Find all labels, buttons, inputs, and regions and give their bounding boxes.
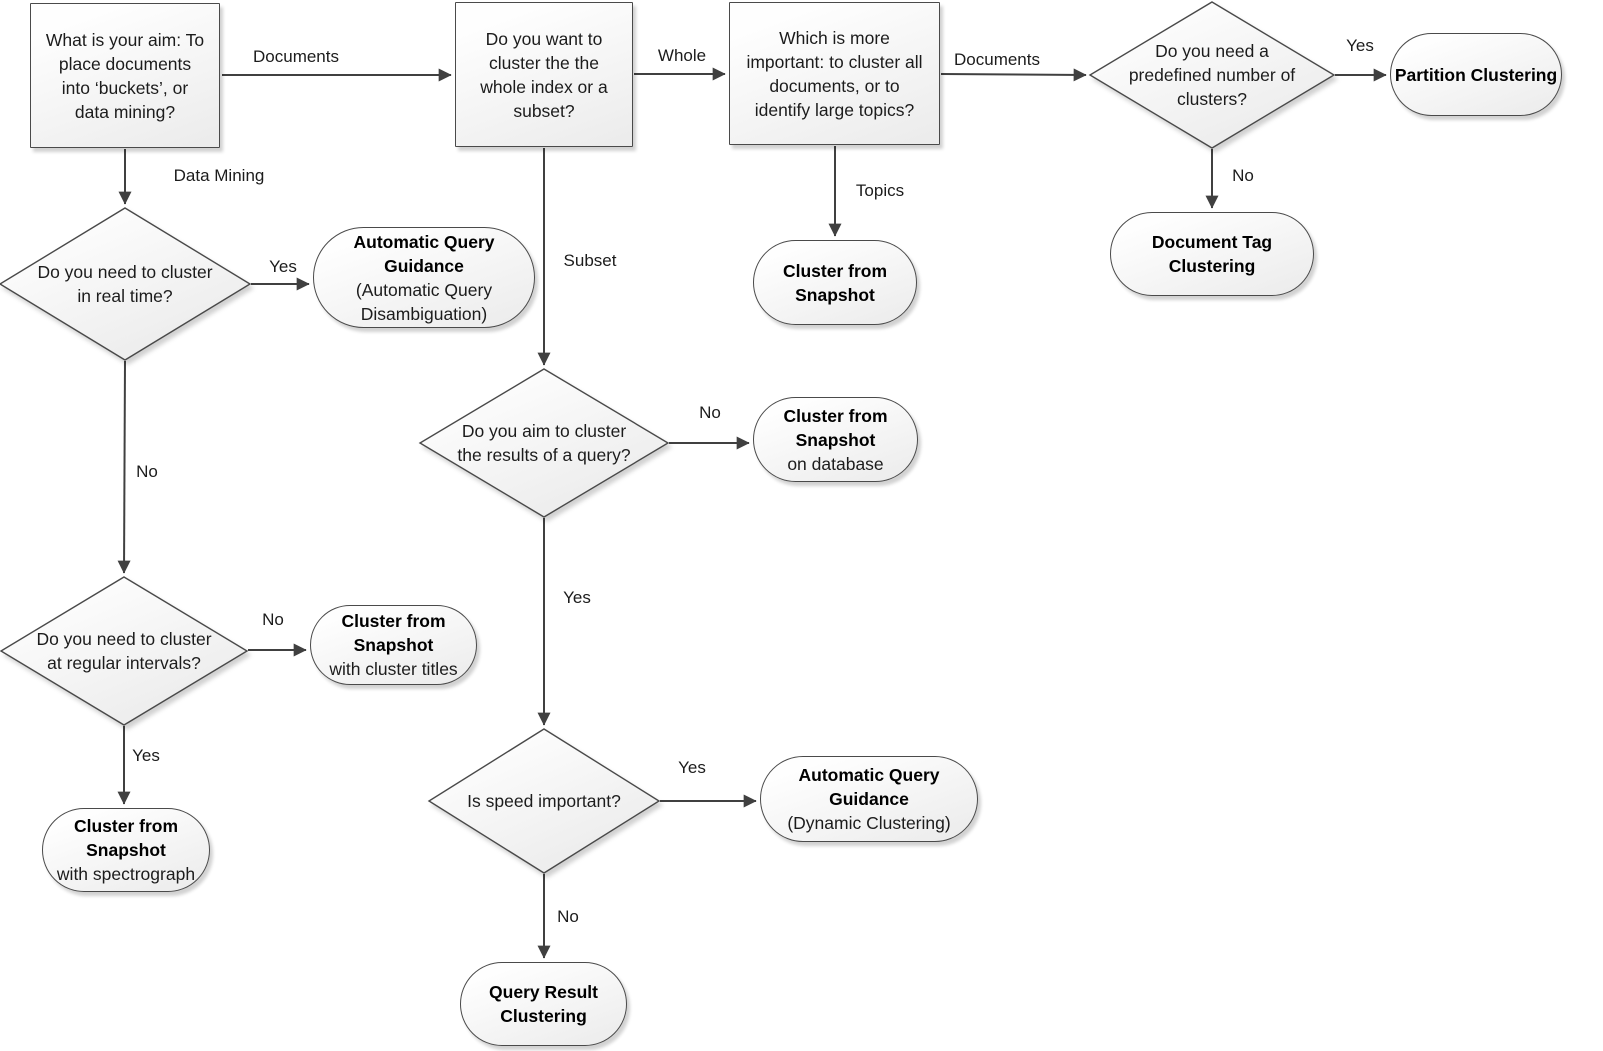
edge-label-yes: Yes bbox=[678, 758, 706, 777]
edge-label-no: No bbox=[1232, 166, 1254, 185]
arrow-importance-to-predefined bbox=[940, 68, 1087, 82]
result-subtitle-line: (Dynamic Clustering) bbox=[787, 813, 951, 833]
result-title-line: Snapshot bbox=[86, 840, 166, 860]
question-text-line: documents, or to bbox=[769, 75, 900, 96]
result-title-line: Guidance bbox=[384, 255, 464, 276]
result-subtitle-line: with cluster titles bbox=[329, 659, 458, 679]
edge-label-yes: Yes bbox=[1346, 36, 1374, 55]
result-title-line: Snapshot bbox=[795, 429, 876, 450]
result-title-line: Clustering bbox=[1168, 256, 1256, 276]
question-text-line: identify large topics? bbox=[754, 99, 915, 120]
diamond-regular-intervals bbox=[0, 576, 249, 726]
result-title-line: Cluster from bbox=[782, 260, 888, 281]
edge-label-no: No bbox=[699, 403, 721, 422]
question-text-line: subset? bbox=[513, 100, 575, 121]
result-aqg-dynamic-clustering: Automatic Query Guidance (Dynamic Cluste… bbox=[760, 756, 978, 842]
diamond-predefined-clusters bbox=[1088, 1, 1336, 149]
edge-label-documents: Documents bbox=[954, 50, 1040, 69]
result-title-line: Guidance bbox=[829, 789, 909, 809]
edge-label-whole: Whole bbox=[657, 46, 707, 65]
result-cluster-from-snapshot: Cluster from Snapshot bbox=[753, 240, 917, 325]
question-box-aim: What is your aim: To place documents int… bbox=[30, 3, 220, 148]
question-text-line: cluster the the bbox=[489, 52, 599, 73]
result-title-line: Cluster from bbox=[783, 405, 888, 426]
result-title-line: Automatic Query bbox=[798, 765, 940, 785]
question-text-line: Which is more bbox=[779, 27, 890, 48]
result-subtitle-line: on database bbox=[787, 453, 884, 474]
edge-label-topics: Topics bbox=[855, 181, 905, 200]
result-snapshot-spectrograph: Cluster from Snapshot with spectrograph bbox=[42, 808, 210, 892]
edge-label-no: No bbox=[557, 907, 579, 926]
question-text-line: Do you want to bbox=[485, 28, 603, 49]
diamond-speed bbox=[427, 728, 661, 874]
question-text-line: whole index or a bbox=[480, 76, 608, 97]
result-snapshot-on-database: Cluster from Snapshot on database bbox=[753, 397, 918, 482]
edge-label-yes: Yes bbox=[269, 257, 297, 276]
result-title-line: Clustering bbox=[500, 1006, 587, 1026]
result-title-line: Query Result bbox=[489, 982, 598, 1002]
result-title-line: Snapshot bbox=[353, 635, 434, 655]
question-text-line: place documents bbox=[58, 53, 192, 74]
edge-label-no: No bbox=[136, 462, 158, 481]
result-title-line: Document Tag bbox=[1151, 232, 1273, 252]
result-title-line: Automatic Query bbox=[353, 231, 495, 252]
result-partition-clustering: Partition Clustering bbox=[1390, 33, 1562, 116]
question-text-line: data mining? bbox=[74, 101, 176, 122]
result-subtitle-line: (Automatic Query bbox=[355, 279, 493, 300]
result-title-line: Snapshot bbox=[795, 284, 875, 305]
result-subtitle-line: Disambiguation) bbox=[360, 303, 488, 324]
edge-label-documents: Documents bbox=[253, 47, 339, 66]
result-title-line: Cluster from bbox=[341, 611, 446, 631]
question-text-line: What is your aim: To bbox=[45, 29, 205, 50]
edge-label-no: No bbox=[262, 610, 284, 629]
edge-label-subset: Subset bbox=[563, 251, 617, 270]
arrow-realtime-to-intervals bbox=[117, 360, 131, 574]
edge-label-yes: Yes bbox=[563, 588, 591, 607]
question-text-line: important: to cluster all bbox=[746, 51, 923, 72]
result-subtitle-line: with spectrograph bbox=[56, 864, 196, 884]
diamond-query-results bbox=[418, 368, 670, 518]
question-text-line: into ‘buckets’, or bbox=[61, 77, 189, 98]
question-box-importance: Which is more important: to cluster all … bbox=[729, 2, 940, 145]
result-document-tag-clustering: Document Tag Clustering bbox=[1110, 212, 1314, 296]
result-query-result-clustering: Query Result Clustering bbox=[460, 962, 627, 1046]
result-title-line: Cluster from bbox=[73, 816, 179, 836]
edge-label-yes: Yes bbox=[132, 746, 160, 765]
edge-label-data-mining: Data Mining bbox=[173, 166, 265, 185]
result-title-line: Partition Clustering bbox=[1394, 64, 1558, 85]
question-box-scope: Do you want to cluster the the whole ind… bbox=[455, 2, 633, 147]
result-snapshot-cluster-titles: Cluster from Snapshot with cluster title… bbox=[310, 605, 477, 685]
diamond-realtime bbox=[0, 207, 252, 361]
result-aqg-disambiguation: Automatic Query Guidance (Automatic Quer… bbox=[313, 227, 535, 328]
